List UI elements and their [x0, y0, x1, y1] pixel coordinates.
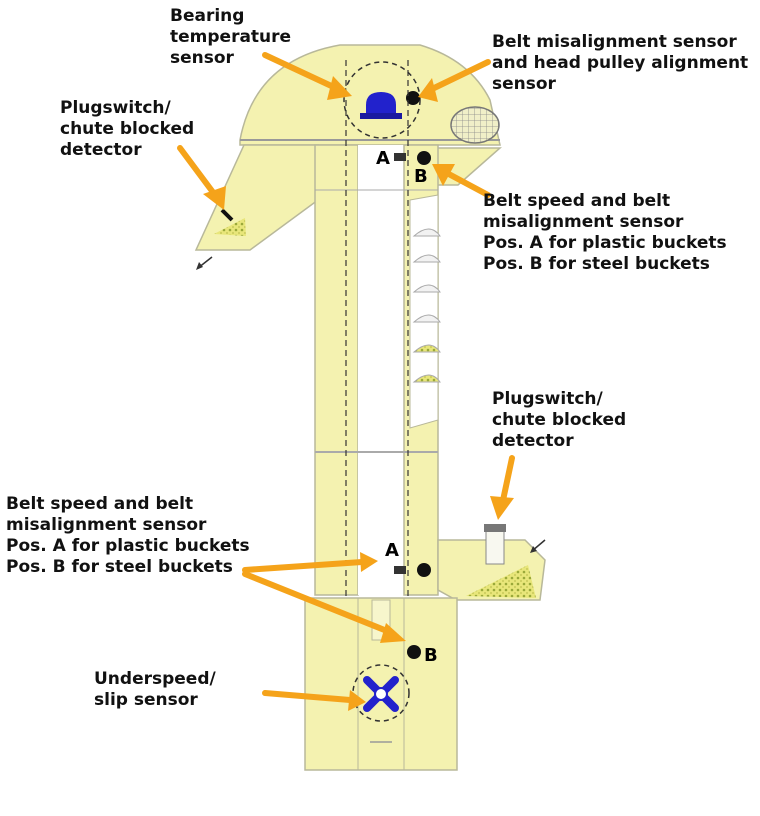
chute-grain-left	[214, 218, 246, 236]
belt-speed-top-label: Belt speed and belt misalignment sensor …	[483, 191, 727, 274]
bearing-sensor-base	[360, 113, 402, 119]
flow-arrowhead-right	[530, 546, 537, 553]
top-sensor-a	[394, 153, 406, 161]
belt-misalignment-head-label: Belt misalignment sensor and head pulley…	[492, 32, 749, 94]
plugswitch-right-label: Plugswitch/ chute blocked detector	[492, 389, 627, 451]
bearing-temperature-sensor-icon	[366, 92, 396, 118]
underspeed-label: Underspeed/ slip sensor	[94, 669, 216, 710]
underspeed-sensor-icon	[363, 676, 399, 712]
plugswitch-top-label: Plugswitch/ chute blocked detector	[60, 98, 195, 160]
plugswitch-top-probe	[220, 208, 234, 222]
position-a-top: A	[376, 148, 390, 169]
head-alignment-sensor-dot	[406, 91, 420, 105]
bottom-sensor-a-dot	[417, 563, 431, 577]
bottom-sensor-a	[394, 566, 406, 574]
bottom-sensor-b-dot	[407, 645, 421, 659]
flow-arrowhead-left	[196, 262, 203, 270]
center-gap	[358, 145, 404, 595]
belt-speed-bottom-label: Belt speed and belt misalignment sensor …	[6, 494, 250, 577]
position-b-top: B	[414, 166, 428, 187]
discharge-chute-left	[194, 144, 319, 251]
position-b-bottom: B	[424, 645, 438, 666]
bearing-temperature-label: Bearing temperature sensor	[170, 6, 292, 68]
plugswitch-right-body	[485, 529, 505, 565]
right-leg-cutout	[409, 194, 439, 429]
vent-screen	[450, 106, 500, 144]
head-pulley	[343, 61, 421, 139]
plugswitch-right-cap	[484, 524, 506, 532]
leader-arrows	[177, 52, 515, 711]
boot-pulley	[352, 664, 410, 722]
position-a-bottom: A	[385, 540, 399, 561]
hopper-grain	[466, 565, 536, 598]
buckets	[412, 228, 441, 383]
top-sensor-b-dot	[417, 151, 431, 165]
elevator-head	[239, 44, 501, 146]
left-leg	[314, 144, 359, 596]
